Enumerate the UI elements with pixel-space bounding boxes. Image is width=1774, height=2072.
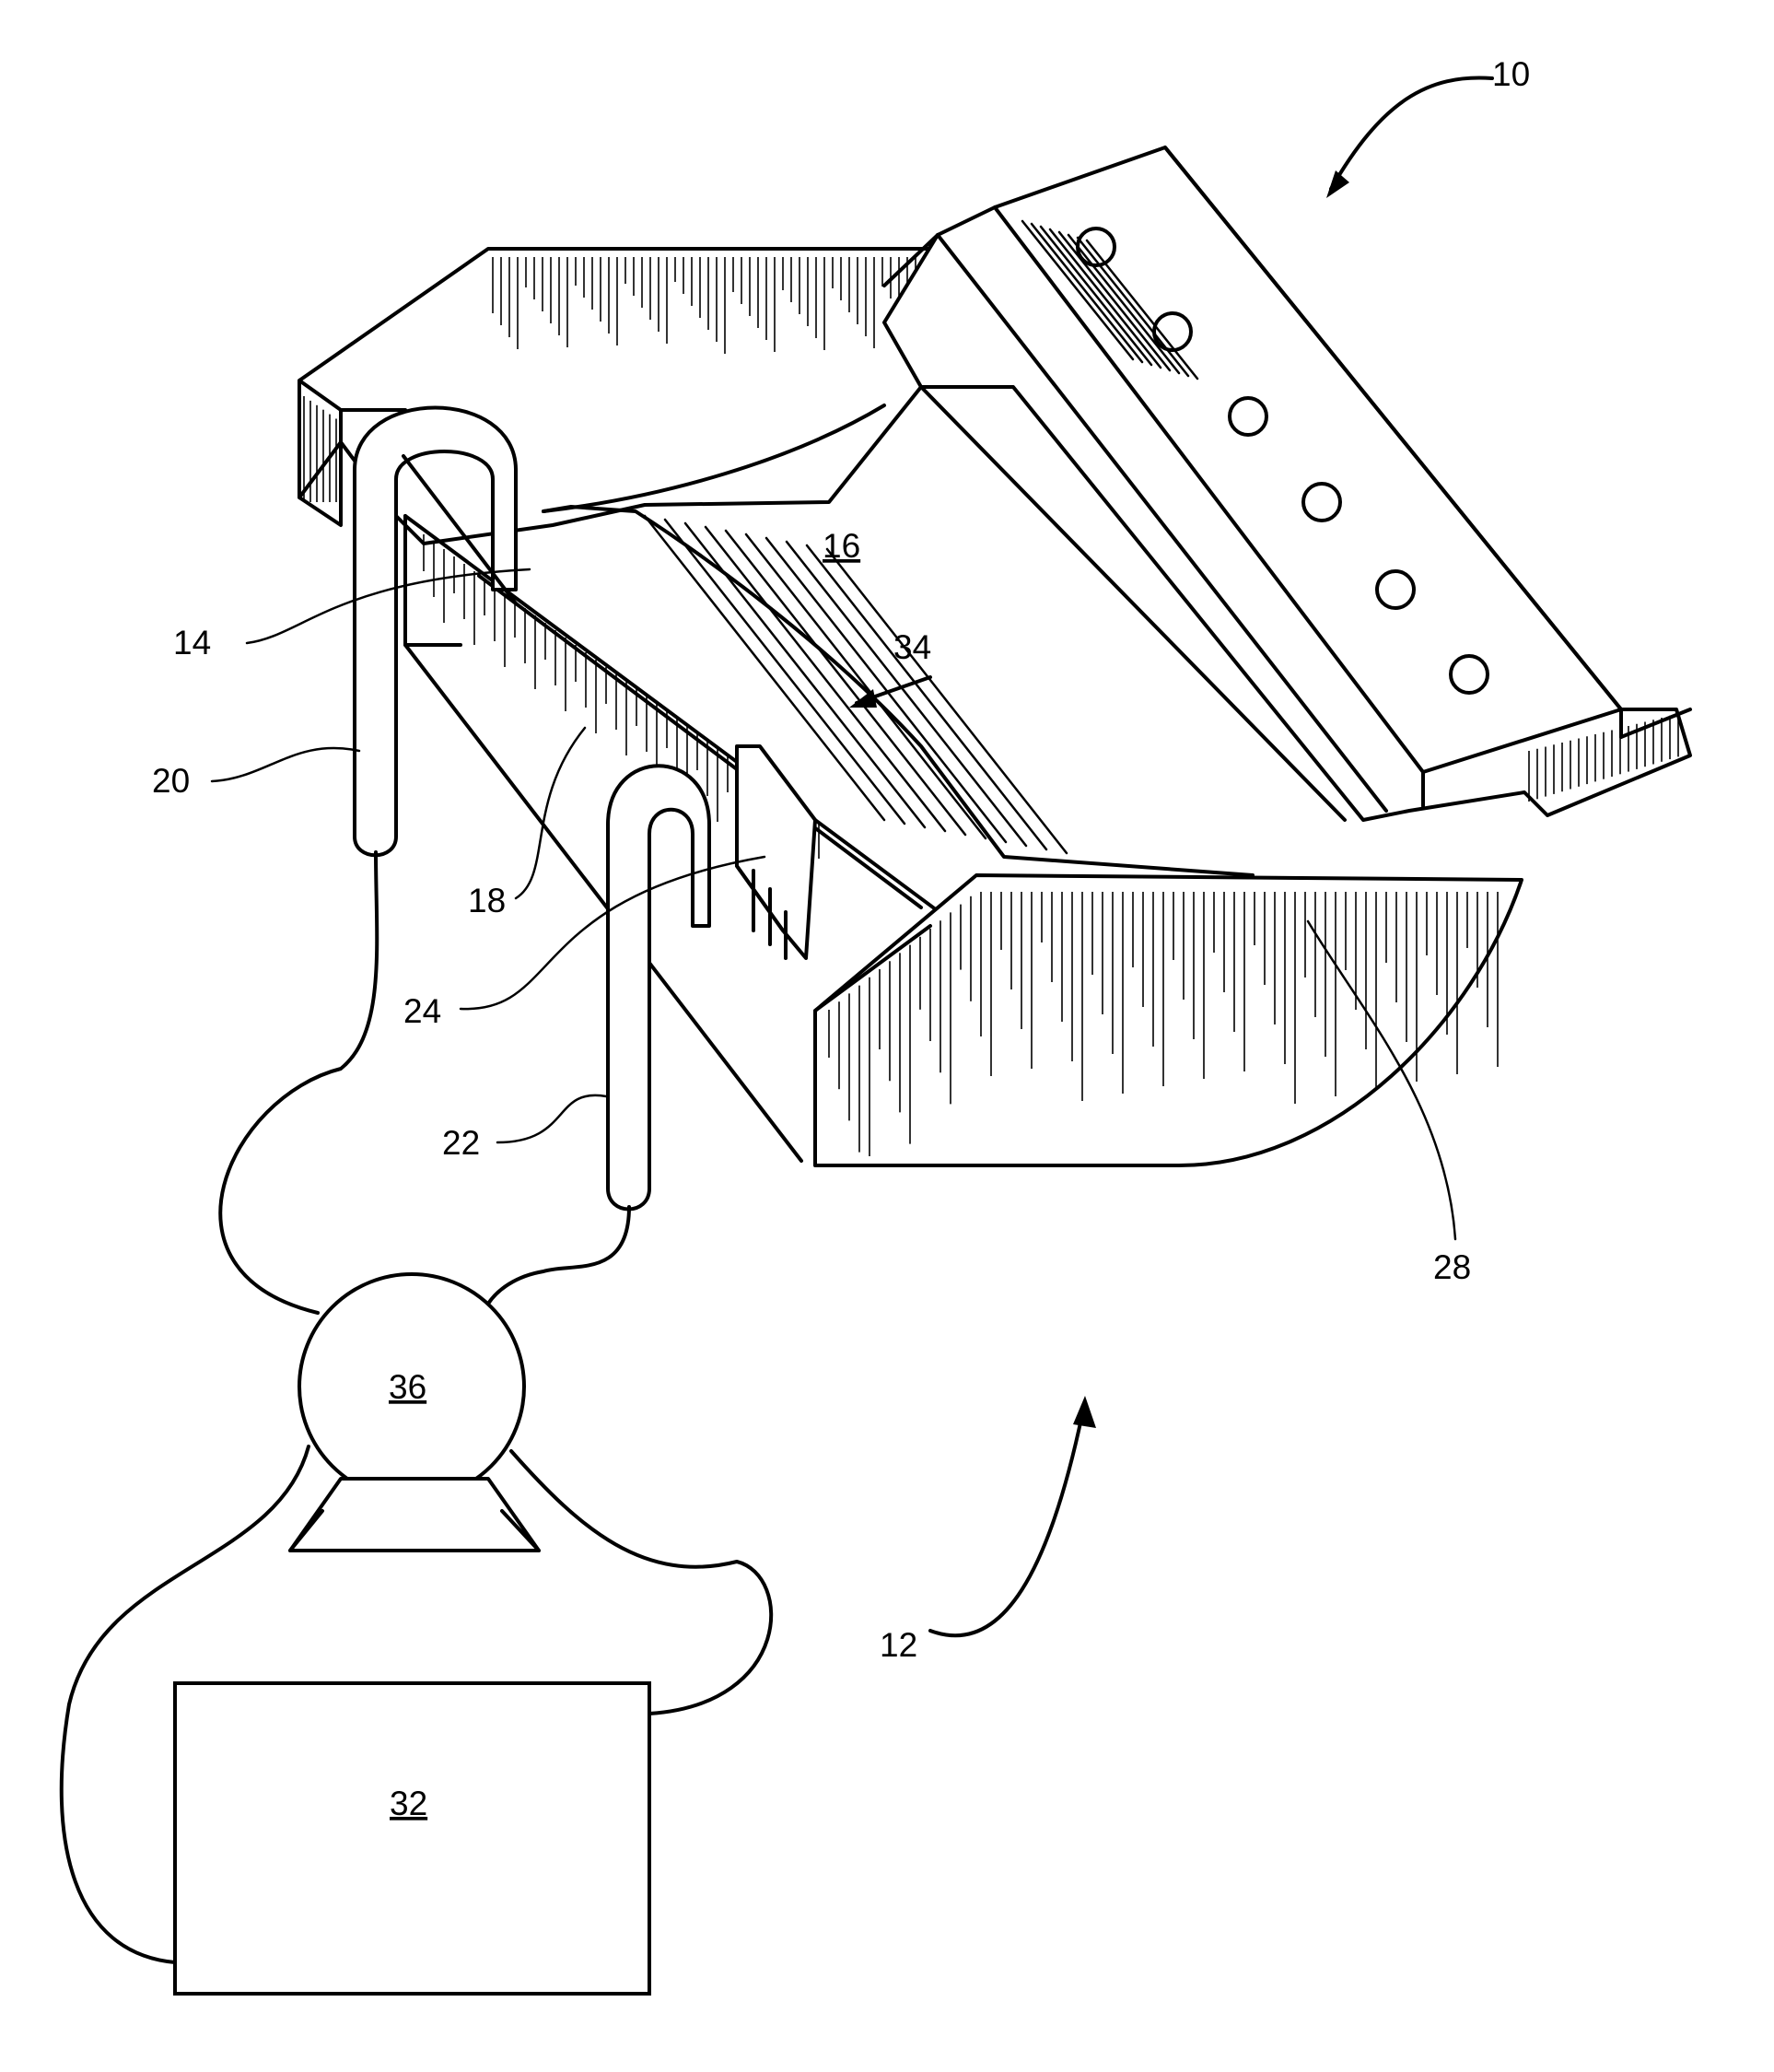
label-28: 28 [1433,1248,1471,1286]
hatch-line [787,542,1026,846]
label-10: 10 [1492,55,1530,93]
front-end-cap [815,875,1522,1165]
hatch-line [685,523,925,827]
label-34: 34 [893,628,931,666]
bracket-24 [737,746,815,958]
label-24: 24 [403,992,441,1030]
label-36: 36 [389,1368,426,1406]
label-16: 16 [823,527,860,565]
label-14: 14 [173,624,211,661]
box-32 [175,1683,649,1994]
label-12: 12 [880,1626,917,1664]
label-18: 18 [468,882,506,919]
hatch-line [766,538,1006,842]
door-rail [884,147,1690,820]
hatch-line [807,545,1046,849]
label-20: 20 [152,762,190,800]
u-tube-20 [355,408,516,856]
u-tube-22 [608,766,709,1209]
label-32: 32 [390,1785,427,1822]
component-36 [290,1274,539,1551]
label-22: 22 [442,1124,480,1162]
